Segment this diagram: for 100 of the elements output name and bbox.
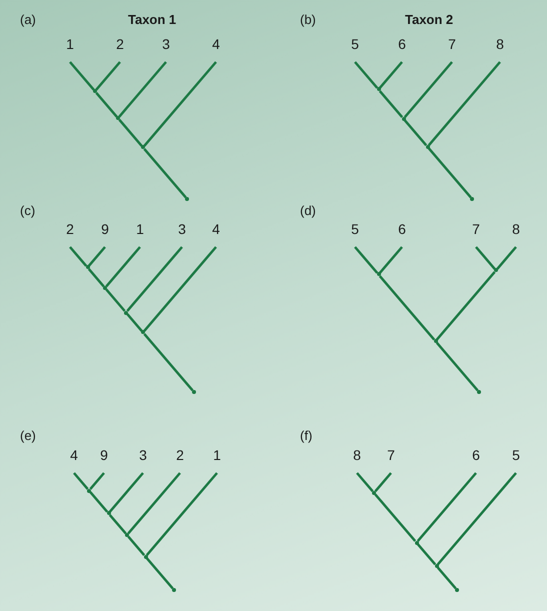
branch-line	[105, 246, 141, 288]
branch-node	[476, 390, 481, 394]
branch-node	[372, 490, 376, 495]
taxon-number: 4	[212, 36, 220, 52]
branch-node	[93, 89, 97, 94]
branch-line	[428, 148, 472, 198]
branch-line	[95, 61, 121, 91]
branch-line	[143, 61, 217, 147]
branch-line	[356, 472, 374, 492]
panel-title: Taxon 1	[128, 12, 176, 27]
branch-line	[378, 246, 403, 274]
branch-line	[374, 494, 416, 542]
branch-node	[470, 197, 474, 201]
branch-line	[416, 472, 477, 542]
taxon-number: 5	[351, 36, 359, 52]
branch-node	[455, 588, 459, 592]
taxon-number: 9	[100, 447, 108, 463]
branch-line	[378, 90, 404, 118]
branch-line	[428, 61, 501, 146]
taxon-number: 4	[212, 221, 220, 237]
branch-node	[376, 272, 380, 276]
branch-line	[146, 472, 218, 556]
branch-node	[414, 540, 418, 545]
branch-node	[124, 310, 128, 315]
branch-node	[434, 564, 438, 568]
taxon-number: 2	[176, 447, 184, 463]
branch-line	[436, 342, 479, 392]
branch-line	[95, 92, 118, 118]
taxon-number: 6	[472, 447, 480, 463]
panel-title: Taxon 2	[405, 12, 454, 27]
branch-node	[141, 330, 145, 334]
taxon-number: 9	[101, 221, 109, 237]
branch-line	[496, 246, 517, 270]
branch-line	[88, 246, 106, 267]
branch-line	[127, 472, 181, 534]
panel-letter: (b)	[300, 12, 316, 27]
branch-node	[426, 144, 430, 149]
taxon-number: 8	[512, 221, 520, 237]
branch-line	[374, 472, 392, 492]
taxon-number: 3	[162, 36, 170, 52]
taxon-number: 1	[66, 36, 74, 52]
branch-line	[146, 557, 174, 590]
branch-node	[376, 87, 380, 92]
branch-line	[126, 246, 183, 312]
branch-node	[106, 511, 110, 516]
taxon-number: 7	[387, 447, 395, 463]
branch-node	[125, 533, 129, 537]
taxon-number: 2	[66, 221, 74, 237]
branch-line	[89, 472, 105, 490]
panel-letter: (a)	[20, 12, 36, 27]
branch-node	[494, 268, 498, 272]
taxon-number: 8	[353, 447, 361, 463]
branch-node	[402, 116, 406, 121]
taxon-number: 1	[136, 221, 144, 237]
branch-node	[172, 588, 176, 592]
branch-node	[141, 145, 145, 150]
branch-line	[475, 246, 496, 270]
taxon-number: 5	[512, 447, 520, 463]
branch-line	[88, 268, 105, 288]
panel-letter: (e)	[20, 428, 36, 443]
branch-line	[69, 61, 95, 91]
panel-letter: (d)	[300, 203, 316, 218]
branch-line	[436, 271, 496, 340]
branch-line	[404, 119, 428, 146]
branch-line	[143, 246, 217, 332]
branch-node	[87, 488, 91, 493]
taxon-number: 6	[398, 36, 406, 52]
branch-node	[103, 286, 107, 290]
taxon-number: 7	[448, 36, 456, 52]
taxon-number: 2	[116, 36, 124, 52]
branch-line	[436, 472, 517, 566]
branch-line	[126, 313, 143, 332]
taxon-number: 3	[139, 447, 147, 463]
branch-line	[378, 61, 403, 89]
branch-line	[108, 472, 144, 513]
branch-line	[127, 536, 146, 556]
branch-line	[69, 246, 88, 267]
branch-node	[434, 339, 438, 344]
branch-line	[143, 148, 187, 198]
branch-node	[86, 265, 90, 270]
branch-line	[73, 472, 89, 490]
branch-line	[118, 118, 143, 147]
branch-line	[108, 514, 127, 534]
taxon-number: 5	[351, 221, 359, 237]
branch-node	[116, 116, 120, 120]
taxon-number: 7	[472, 221, 480, 237]
branch-line	[404, 61, 453, 118]
branch-node	[185, 197, 190, 201]
panel-letter: (f)	[300, 428, 312, 443]
panel-letter: (c)	[20, 203, 36, 218]
branch-line	[89, 491, 108, 513]
branch-line	[143, 333, 194, 392]
taxon-number: 4	[70, 447, 78, 463]
taxon-number: 3	[178, 221, 186, 237]
branch-node	[144, 554, 148, 559]
branch-line	[354, 246, 378, 274]
taxon-number: 1	[213, 447, 221, 463]
branch-line	[118, 61, 167, 118]
branch-line	[436, 566, 457, 590]
branch-line	[378, 275, 436, 340]
